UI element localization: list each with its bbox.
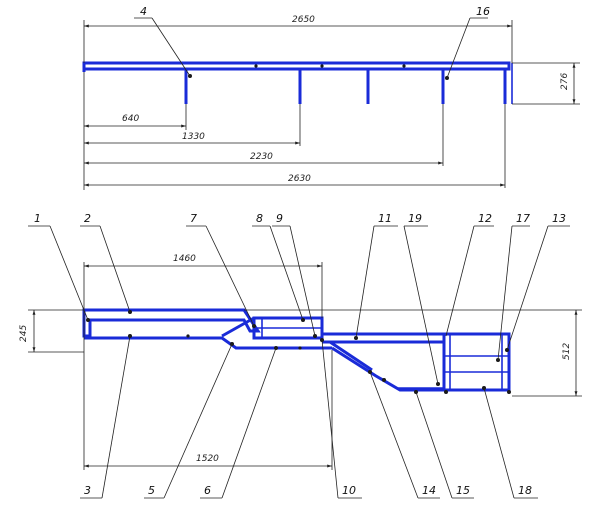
callout-14: 14 (369, 371, 440, 499)
callout-18: 18 (483, 387, 538, 499)
dim-label: 276 (560, 73, 570, 90)
callout-4: 4 (134, 5, 191, 77)
dimension-2630: 2630 (84, 104, 506, 188)
dimension-2650: 2650 (83, 15, 513, 63)
callout-11: 11 (355, 212, 398, 339)
callout-label: 13 (552, 212, 566, 225)
dim-label: 512 (562, 343, 572, 360)
callout-13: 13 (506, 212, 570, 351)
marker-dot (444, 390, 448, 394)
dimension-245: 245 (19, 309, 84, 353)
callout-12: 12 (445, 212, 494, 337)
callout-label: 16 (476, 5, 490, 18)
callout-label: 12 (478, 212, 492, 225)
callout-1: 1 (28, 212, 89, 321)
dimension-640: 640 (83, 72, 187, 190)
top-rail (82, 61, 511, 71)
callout-label: 14 (422, 484, 436, 497)
callout-label: 2 (84, 212, 91, 225)
callout-16: 16 (446, 5, 490, 79)
marker-dot (254, 64, 258, 68)
callout-label: 18 (518, 484, 532, 497)
marker-dot (507, 390, 511, 394)
upper-left-rail (82, 308, 261, 338)
callout-15: 15 (415, 391, 474, 499)
dim-label: 245 (19, 325, 29, 342)
marker-dot (320, 64, 324, 68)
marker-dot (402, 64, 406, 68)
callout-label: 8 (256, 212, 263, 225)
marker-dot (298, 346, 302, 350)
dimension-1460: 1460 (83, 254, 323, 470)
side-view: 1460 1520 245 512 1 (19, 212, 582, 499)
dim-label: 2650 (292, 15, 315, 25)
dim-label: 2230 (250, 152, 273, 162)
callout-label: 6 (204, 484, 211, 497)
callout-5: 5 (144, 343, 233, 499)
top-view: 2650 640 1330 2230 2630 (82, 5, 580, 190)
callout-label: 3 (84, 484, 91, 497)
callout-label: 5 (148, 484, 155, 497)
callout-label: 15 (456, 484, 470, 497)
marker-dot (186, 334, 190, 338)
callout-label: 11 (378, 212, 392, 225)
side-view-frame (82, 308, 511, 394)
dim-label: 1520 (196, 454, 219, 464)
dim-label: 1330 (182, 132, 205, 142)
top-view-frame (82, 61, 513, 104)
dimension-512: 512 (244, 309, 582, 397)
dimension-1330: 1330 (84, 104, 301, 146)
callout-label: 9 (276, 212, 283, 225)
callout-19: 19 (403, 212, 439, 385)
lower-right-rail (331, 346, 509, 392)
callout-2: 2 (80, 212, 131, 313)
diagonal-brace (329, 340, 373, 372)
right-box (442, 332, 511, 392)
callout-17: 17 (497, 212, 530, 361)
diagonal-brace (221, 316, 255, 338)
callout-label: 10 (342, 484, 356, 497)
callout-label: 19 (408, 212, 422, 225)
callout-10: 10 (321, 339, 362, 499)
dimension-276: 276 (512, 62, 580, 105)
callout-label: 1 (34, 212, 41, 225)
callout-3: 3 (80, 335, 131, 499)
callout-label: 7 (190, 212, 197, 225)
dim-label: 1460 (173, 254, 196, 264)
dimension-2230: 2230 (84, 104, 444, 166)
callout-9: 9 (272, 212, 316, 337)
dim-label: 640 (122, 114, 139, 124)
callout-label: 17 (516, 212, 530, 225)
callout-6: 6 (200, 347, 277, 499)
callout-8: 8 (252, 212, 304, 321)
callout-7: 7 (186, 212, 255, 327)
dim-label: 2630 (288, 174, 311, 184)
dimension-1520: 1520 (84, 350, 333, 470)
callout-label: 4 (140, 5, 147, 18)
marker-dot (382, 378, 386, 382)
